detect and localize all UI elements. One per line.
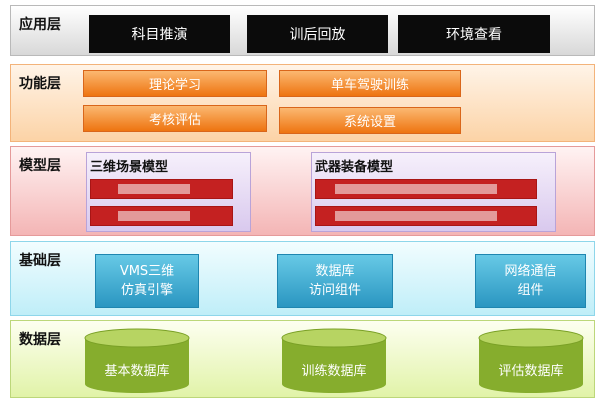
database-access-line1: 数据库 — [315, 264, 355, 279]
function-layer: 功能层 理论学习 单车驾驶训练 考核评估 系统设置 — [10, 64, 595, 142]
vms-engine-component[interactable]: VMS三维 仿真引擎 — [95, 254, 199, 308]
training-database[interactable]: 训练数据库 — [280, 328, 388, 394]
weapon-model-title: 武器装备模型 — [315, 160, 394, 175]
weapon-model-bar — [315, 206, 537, 226]
model-layer: 模型层 三维场景模型 武器装备模型 — [10, 146, 595, 236]
scene-model-bar — [90, 179, 233, 199]
scene-model-box[interactable]: 三维场景模型 — [86, 152, 251, 232]
database-cylinder-icon — [281, 328, 387, 393]
scene-model-title: 三维场景模型 — [90, 160, 169, 175]
application-layer: 应用层 科目推演 训后回放 环境查看 — [10, 5, 595, 56]
vms-engine-line2: 仿真引擎 — [120, 283, 173, 298]
database-access-component[interactable]: 数据库 访问组件 — [277, 254, 393, 308]
vms-engine-line1: VMS三维 — [119, 264, 175, 279]
database-access-line2: 访问组件 — [308, 283, 361, 298]
theory-study-button[interactable]: 理论学习 — [83, 70, 267, 97]
data-layer-title: 数据层 — [19, 332, 61, 348]
function-layer-title: 功能层 — [19, 76, 61, 92]
base-layer-title: 基础层 — [19, 253, 61, 269]
base-layer: 基础层 VMS三维 仿真引擎 数据库 访问组件 网络通信 组件 — [10, 241, 595, 316]
system-settings-button[interactable]: 系统设置 — [279, 107, 461, 134]
subject-deduction-button[interactable]: 科目推演 — [89, 15, 230, 53]
database-cylinder-icon — [478, 328, 584, 393]
network-communication-line2: 组件 — [517, 283, 544, 298]
scene-model-bar — [90, 206, 233, 226]
data-layer: 数据层 基本数据库 训练数据库 评估数据库 — [10, 320, 595, 398]
assessment-button[interactable]: 考核评估 — [83, 105, 267, 132]
database-cylinder-icon — [84, 328, 190, 393]
basic-database[interactable]: 基本数据库 — [83, 328, 191, 394]
network-communication-component[interactable]: 网络通信 组件 — [475, 254, 586, 308]
network-communication-line1: 网络通信 — [504, 264, 557, 279]
basic-database-label: 基本数据库 — [104, 364, 170, 379]
weapon-model-bar — [315, 179, 537, 199]
evaluation-database[interactable]: 评估数据库 — [477, 328, 585, 394]
model-layer-title: 模型层 — [19, 158, 61, 174]
training-database-label: 训练数据库 — [301, 364, 367, 379]
weapon-model-box[interactable]: 武器装备模型 — [311, 152, 556, 232]
vehicle-driving-training-button[interactable]: 单车驾驶训练 — [279, 70, 461, 97]
environment-view-button[interactable]: 环境查看 — [398, 15, 550, 53]
application-layer-title: 应用层 — [19, 17, 61, 33]
post-training-replay-button[interactable]: 训后回放 — [247, 15, 388, 53]
evaluation-database-label: 评估数据库 — [498, 364, 564, 379]
